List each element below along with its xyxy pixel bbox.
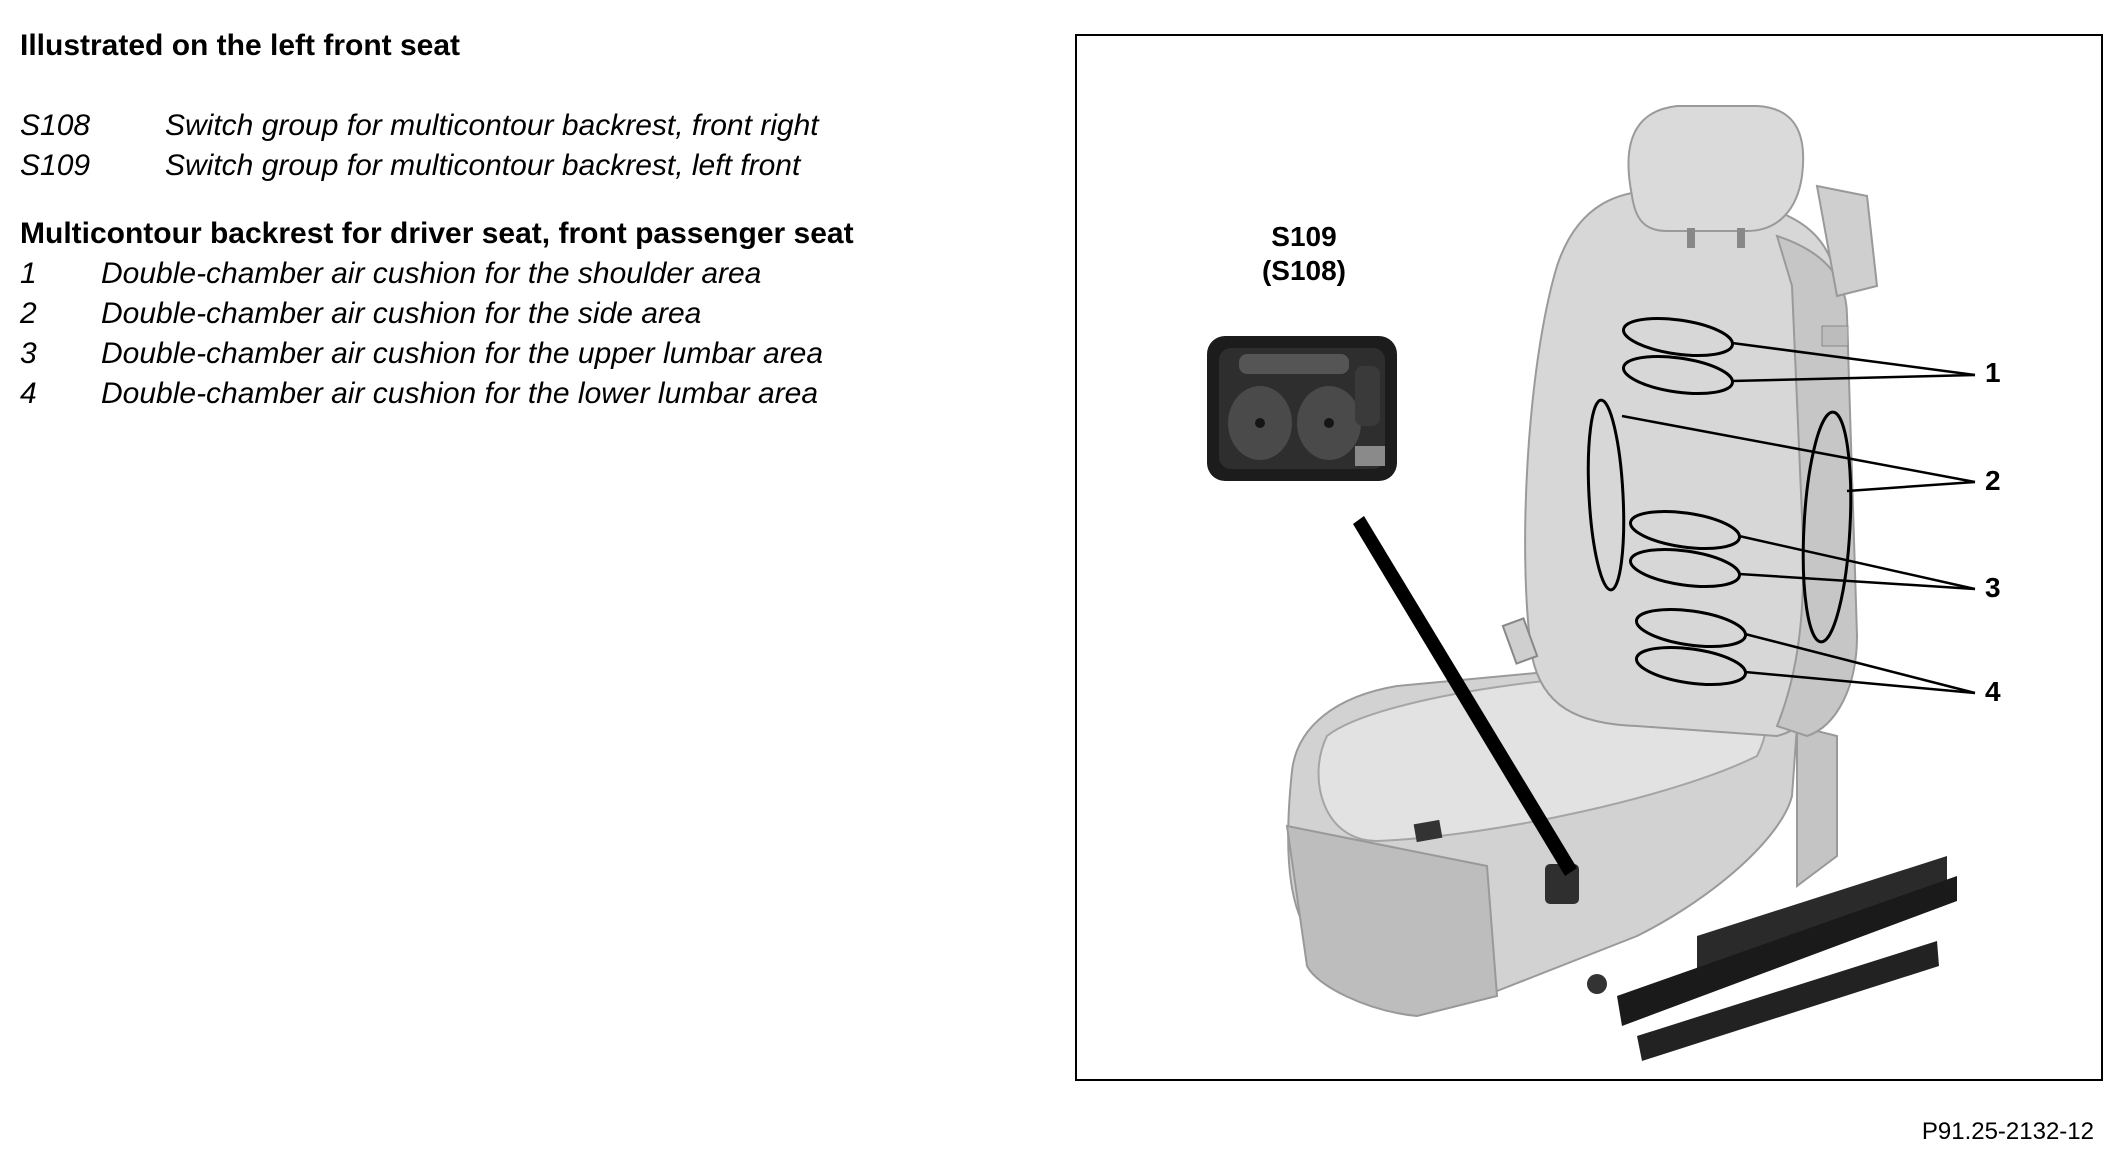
air-cushion-outlines: [1586, 317, 1853, 686]
side-cushion-left: [1586, 398, 1626, 592]
legend-row-s108: S108 Switch group for multicontour backr…: [20, 106, 1050, 146]
legend-number: 1: [20, 257, 37, 290]
seatbelt-buckle: [1501, 617, 1539, 665]
switch-label-secondary: (S108): [1261, 255, 1347, 286]
heading-illustrated: Illustrated on the left front seat: [20, 29, 461, 62]
switch-pointer-line: [1353, 516, 1577, 876]
shoulder-cushion-lower: [1621, 355, 1735, 395]
legend-code: S108: [20, 109, 91, 142]
heading-multicontour: Multicontour backrest for driver seat, f…: [20, 217, 854, 250]
seat-side-panel: [1796, 724, 1838, 888]
callout-4: 4: [1985, 676, 2001, 707]
switch-module: [1207, 336, 1397, 481]
callout-3: 3: [1985, 572, 2001, 603]
legend-description: Double-chamber air cushion for the lower…: [101, 377, 819, 410]
upper-lumbar-cushion-lower: [1628, 548, 1742, 588]
legend-row-2: 2 Double-chamber air cushion for the sid…: [20, 294, 1050, 334]
legend-number: 3: [20, 337, 37, 370]
callout-2: 2: [1985, 465, 2001, 496]
seat-figure: S109 (S108) 1 2 3 4: [1075, 34, 2103, 1081]
legend-description: Switch group for multicontour backrest, …: [165, 109, 819, 142]
seat-rail: [1587, 856, 1957, 1061]
figure-reference-number: P91.25-2132-12: [1921, 1118, 2094, 1145]
legend-row-s109: S109 Switch group for multicontour backr…: [20, 146, 1050, 186]
legend-description: Switch group for multicontour backrest, …: [165, 149, 801, 182]
side-cushion-right: [1801, 410, 1853, 644]
callout-1: 1: [1985, 357, 2001, 388]
seat-headrest: [1627, 105, 1805, 232]
legend-row-4: 4 Double-chamber air cushion for the low…: [20, 374, 1050, 414]
legend: Illustrated on the left front seat S108 …: [20, 26, 1050, 414]
legend-description: Double-chamber air cushion for the side …: [101, 297, 702, 330]
legend-number: 4: [20, 377, 37, 410]
seat-backrest: [1524, 184, 1879, 738]
seat-illustration: [1207, 105, 1976, 1061]
legend-number: 2: [20, 297, 37, 330]
shoulder-cushion-upper: [1621, 317, 1735, 357]
callout-leader-lines: [1621, 341, 1976, 695]
legend-row-3: 3 Double-chamber air cushion for the upp…: [20, 334, 1050, 374]
lower-lumbar-cushion-upper: [1634, 608, 1748, 648]
legend-row-1: 1 Double-chamber air cushion for the sho…: [20, 254, 1050, 294]
lower-lumbar-cushion-lower: [1634, 646, 1748, 686]
legend-description: Double-chamber air cushion for the upper…: [101, 337, 824, 370]
legend-code: S109: [20, 149, 91, 182]
legend-description: Double-chamber air cushion for the shoul…: [101, 257, 762, 290]
switch-label-primary: S109: [1271, 221, 1337, 252]
upper-lumbar-cushion-upper: [1628, 510, 1742, 550]
